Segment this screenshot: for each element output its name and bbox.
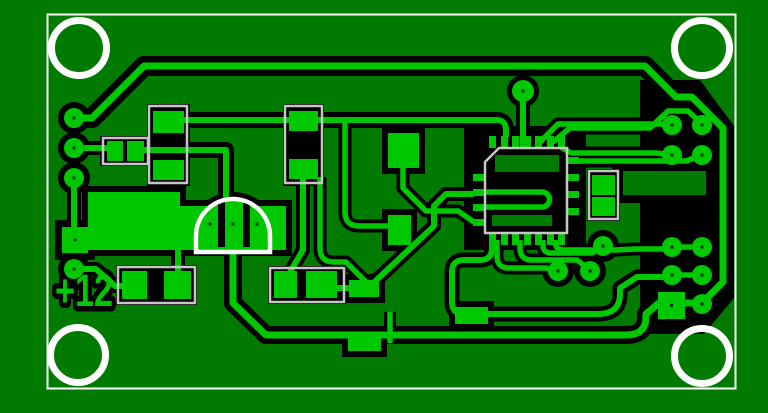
component-silkscreen [101, 104, 620, 305]
component-outline-resistor-r2 [283, 104, 324, 185]
mounting-hole [47, 324, 109, 386]
board-silkscreen [46, 13, 737, 390]
trace [672, 244, 702, 278]
mounting-hole [48, 17, 110, 79]
trace [229, 240, 700, 339]
pad [107, 141, 123, 161]
trace [552, 238, 672, 253]
ic-outline [483, 146, 569, 235]
trace [494, 240, 559, 274]
trace [546, 108, 704, 149]
pad [388, 133, 419, 168]
trace [578, 152, 703, 164]
trace [168, 117, 509, 137]
trace [74, 62, 727, 303]
ic-pin [524, 233, 531, 245]
ic-pin [489, 136, 496, 148]
trace [317, 177, 368, 284]
component-outline-capacitor [587, 169, 620, 221]
pad [388, 215, 411, 245]
component-outline-resistor-r3 [116, 265, 197, 305]
trace [540, 240, 605, 256]
ic-pin [567, 191, 579, 198]
ic-pin [567, 157, 579, 164]
transistor-outline [193, 196, 273, 255]
ic-pin [567, 208, 579, 215]
trace [449, 240, 670, 317]
trace [557, 143, 673, 158]
trace [342, 122, 388, 229]
trace [534, 121, 673, 148]
pad [153, 160, 184, 180]
trace [517, 240, 592, 273]
ic-pin [558, 233, 565, 245]
transistor-pad-slots [218, 198, 250, 247]
substrate-patches [492, 155, 706, 226]
ic-pin [567, 174, 579, 181]
ic-pin [535, 233, 542, 245]
mounting-hole [671, 17, 733, 79]
board-outline [46, 13, 737, 390]
pad [348, 335, 381, 351]
component-outline-resistor-r1 [147, 104, 189, 185]
component-outline-resistor-r4 [268, 266, 346, 304]
mounting-hole [671, 325, 733, 387]
ic-pin [558, 136, 565, 148]
pad [274, 271, 297, 298]
ic-pin [501, 233, 508, 245]
ic-pin [547, 233, 554, 245]
ic-pin [473, 219, 485, 226]
trace [337, 191, 474, 291]
ic-pin [473, 174, 485, 181]
power-label: +12 [55, 265, 113, 316]
trace [287, 170, 306, 274]
ic-pin [501, 136, 508, 148]
trace [479, 189, 553, 210]
pad [592, 197, 615, 216]
trace [74, 266, 130, 289]
pad [164, 271, 191, 299]
pad [306, 271, 337, 298]
pad [592, 175, 615, 195]
ic-pin [512, 233, 519, 245]
trace [135, 147, 229, 200]
trace [400, 168, 476, 225]
pad [289, 159, 318, 179]
drill-holes [72, 89, 704, 307]
ic-pin [512, 136, 519, 148]
copper-traces [71, 62, 727, 343]
ic-pin [489, 233, 496, 245]
ic-pin [524, 136, 531, 148]
